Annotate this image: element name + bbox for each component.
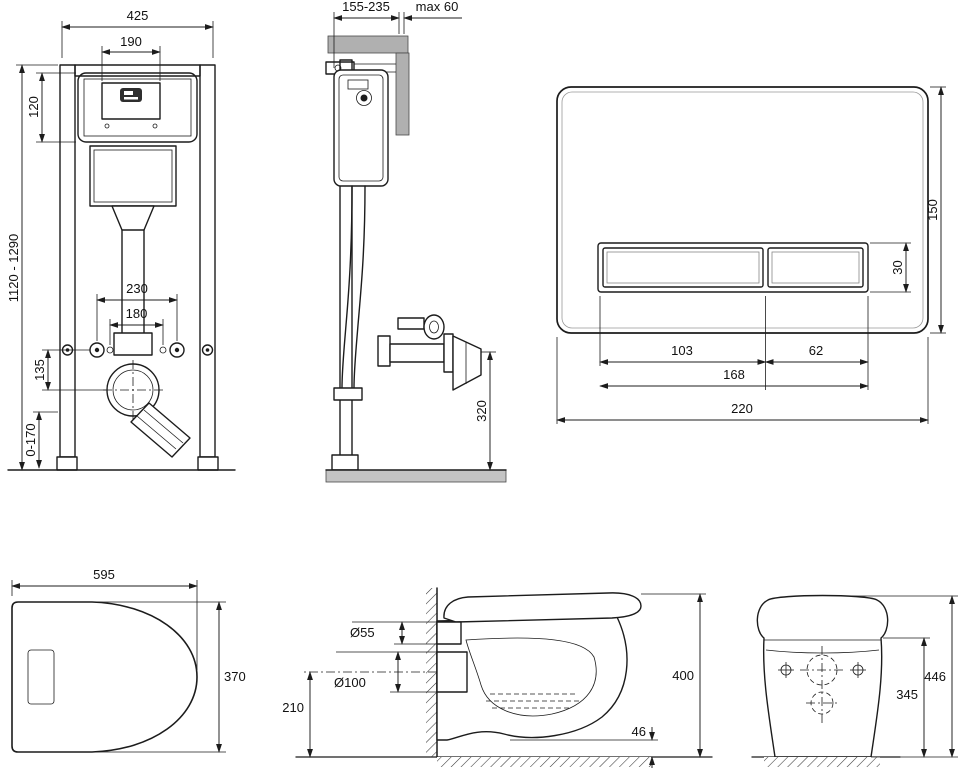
dim-outlet-height: 210 xyxy=(282,671,437,758)
dim-rim-height-label: 400 xyxy=(672,668,694,683)
button-recess xyxy=(597,242,869,293)
dim-floor-gap: 46 xyxy=(510,724,658,768)
hinge-plate xyxy=(27,649,55,705)
bowl-outline xyxy=(436,616,628,741)
dim-outlet-height: 320 xyxy=(474,351,496,471)
dim-outlet-height-label: 320 xyxy=(474,400,489,422)
floor-hatch xyxy=(437,757,651,767)
dim-total-height-label: 1120 - 1290 xyxy=(6,234,21,302)
dim-frame-depth: 155-235 xyxy=(333,0,400,68)
dim-rim-height: 400 xyxy=(641,593,706,758)
dim-fixing-spacing-label: 230 xyxy=(126,281,148,296)
inlet-stub xyxy=(436,621,462,645)
dim-seat-width: 595 xyxy=(11,567,198,670)
dim-button-height-label: 30 xyxy=(890,260,905,274)
dim-buttons-width-label: 168 xyxy=(723,367,745,382)
frame-front-structure xyxy=(7,64,236,471)
dim-body-height-label: 345 xyxy=(896,687,918,702)
dim-plate-width-label: 220 xyxy=(731,401,753,416)
floor-hatch xyxy=(764,757,880,767)
dim-button-height: 30 xyxy=(870,242,911,293)
dim-plate-height-label: 150 xyxy=(925,199,940,221)
seat-structure xyxy=(11,601,198,753)
dim-inlet-diameter: Ø55 xyxy=(350,621,437,645)
flush-plate-view: 150 30 103 62 168 220 xyxy=(556,86,946,424)
frame-foot-right xyxy=(197,456,219,471)
dim-outlet-height-label: 210 xyxy=(282,700,304,715)
bowl-back-structure xyxy=(751,594,901,767)
dim-seat-depth-label: 370 xyxy=(224,669,246,684)
flush-plate-body xyxy=(556,86,929,334)
dim-window-width: 190 xyxy=(101,34,161,81)
dim-buttons-bottom: 103 62 168 220 xyxy=(556,296,929,424)
dim-seat-width-label: 595 xyxy=(93,567,115,582)
dim-window-width-label: 190 xyxy=(120,34,142,49)
dim-wall-clearance: max 60 xyxy=(403,0,462,34)
dim-outlet-diameter-label: Ø100 xyxy=(334,675,366,690)
dim-large-button-label: 103 xyxy=(671,343,693,358)
dim-pipe-spacing-label: 180 xyxy=(126,306,148,321)
frame-side-structure xyxy=(325,35,507,483)
seat-lid-profile xyxy=(443,592,642,623)
dim-foot-adjustment-label: 0-170 xyxy=(23,423,38,456)
frame-front-view: 425 190 120 1120 - 1290 230 xyxy=(6,8,236,471)
dim-frame-depth-label: 155-235 xyxy=(342,0,390,14)
seat-top-view: 595 370 xyxy=(11,567,246,753)
dim-wall-clearance-label: max 60 xyxy=(416,0,459,14)
dim-foot-adjustment: 0-170 xyxy=(23,411,58,469)
bowl-side-structure xyxy=(295,587,713,767)
frame-side-view: 155-235 max 60 320 xyxy=(325,0,507,483)
dim-back-total-height-label: 446 xyxy=(924,669,946,684)
floor-section xyxy=(325,469,507,483)
dim-cistern-height-label: 120 xyxy=(26,96,41,118)
dim-floor-gap-label: 46 xyxy=(632,724,646,739)
outlet-elbow xyxy=(130,402,191,458)
cistern-side xyxy=(333,69,389,187)
dim-back-total-height: 446 xyxy=(845,595,958,758)
flush-window xyxy=(101,82,161,120)
flush-pipe xyxy=(341,185,353,389)
frame-foot xyxy=(331,454,359,471)
wall-section-top xyxy=(327,35,409,54)
dim-pipe-spacing: 180 xyxy=(109,306,164,345)
dim-outlet-offset: 135 xyxy=(32,349,106,391)
outlet-stub xyxy=(436,651,468,693)
tank-body xyxy=(89,145,177,207)
dim-fixing-spacing: 230 xyxy=(96,281,178,341)
bowl-inner xyxy=(465,637,597,717)
dim-plate-height: 150 xyxy=(925,86,946,334)
dim-total-height: 1120 - 1290 xyxy=(6,64,58,471)
dim-inlet-diameter-label: Ø55 xyxy=(350,625,375,640)
bowl-back-view: 345 446 xyxy=(751,594,958,767)
flush-plate-structure xyxy=(556,86,929,334)
wall-section-side xyxy=(395,52,410,136)
dim-body-height: 345 xyxy=(883,637,930,758)
outlet-cone xyxy=(452,335,482,391)
bowl-back-outline xyxy=(756,594,889,758)
dim-frame-width: 425 xyxy=(61,8,214,58)
wall-hatch xyxy=(426,588,437,757)
dim-frame-width-label: 425 xyxy=(127,8,149,23)
dim-seat-depth: 370 xyxy=(96,601,246,753)
dim-cistern-height: 120 xyxy=(26,72,76,143)
dim-outlet-offset-label: 135 xyxy=(32,359,47,381)
small-flush-button xyxy=(767,247,864,288)
dim-small-button-label: 62 xyxy=(809,343,823,358)
large-flush-button xyxy=(602,247,764,288)
cistern xyxy=(77,72,198,143)
outlet-pipe xyxy=(389,343,445,363)
fixing-bolt-right xyxy=(169,342,185,358)
seat-outline xyxy=(11,601,198,753)
frame-foot-left xyxy=(56,456,78,471)
bowl-side-view: Ø55 Ø100 210 400 46 xyxy=(282,587,713,768)
